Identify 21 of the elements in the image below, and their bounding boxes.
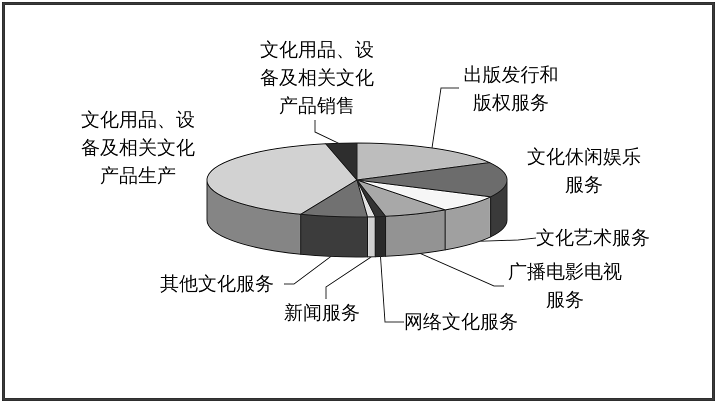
pie-slice [325, 142, 358, 180]
slice-label: 出版发行和版权服务 [459, 61, 563, 117]
leader-line [479, 238, 536, 242]
pie-slice [356, 180, 446, 257]
leader-line [420, 253, 504, 286]
slice-label: 文化休闲娱乐服务 [523, 143, 645, 199]
leader-line [314, 120, 340, 144]
pie-slice [300, 180, 368, 258]
leader-line [380, 256, 404, 322]
leader-line [326, 256, 372, 300]
pie-slice [206, 143, 358, 255]
pie-slice [356, 180, 492, 250]
leader-line [432, 88, 460, 148]
leader-line [284, 256, 332, 284]
slice-label: 文化用品、设备及相关文化产品生产 [77, 106, 199, 190]
slice-label: 文化用品、设备及相关文化产品销售 [256, 36, 378, 120]
slice-label: 文化艺术服务 [536, 224, 660, 252]
slice-label: 其他文化服务 [160, 270, 284, 298]
pie-slice [356, 142, 490, 180]
slice-label: 新闻服务 [284, 299, 368, 327]
pie-slice [356, 162, 508, 238]
